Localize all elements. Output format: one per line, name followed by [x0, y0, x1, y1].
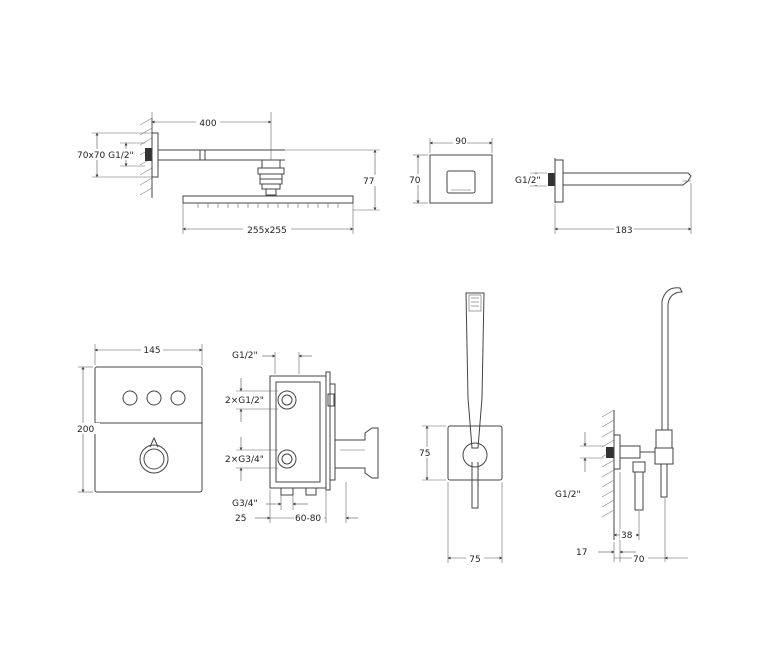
outlet-1-icon — [277, 390, 297, 410]
panel-width-label: 145 — [143, 346, 160, 356]
elbow-depth3-label: 70 — [633, 555, 645, 565]
panel-height-label: 200 — [77, 425, 94, 435]
mixer-top-thread-label: G1/2" — [232, 351, 258, 361]
holder-height-label: 75 — [419, 449, 430, 459]
concealed-box-view: 90 70 — [408, 136, 493, 204]
head-height-label: 77 — [363, 177, 374, 187]
flange-thread-label: 70x70 G1/2" — [77, 151, 134, 161]
mixer-outlet2-label: 2×G3/4" — [225, 455, 264, 465]
mixer-depth2-label: 60-80 — [295, 514, 321, 524]
elbow-thread-label: G1/2" — [555, 490, 581, 500]
elbow-depth2-label: 17 — [576, 548, 587, 558]
holder-width-label: 75 — [469, 555, 480, 565]
wall-elbow-view: G1/2" 38 17 70 — [554, 287, 688, 565]
thread-block — [145, 148, 152, 161]
control-panel-view: 145 200 — [76, 344, 203, 493]
box-width-label: 90 — [455, 137, 467, 147]
nozzle-row — [197, 203, 339, 208]
spout-thread-label: G1/2" — [515, 176, 541, 186]
elbow-thread-block — [606, 447, 614, 458]
mixer-outlet1-label: 2×G1/2" — [225, 396, 264, 406]
head-size-label: 255x255 — [247, 226, 287, 236]
mixer-inlet-label: G3/4" — [232, 499, 258, 509]
overhead-shower-view: 400 70x70 G1/2" 77 255x255 — [76, 112, 380, 236]
mixer-depth1-label: 25 — [235, 514, 246, 524]
elbow-depth1-label: 38 — [621, 531, 633, 541]
hand-shower-holder-view: 75 75 — [418, 292, 503, 565]
button-1-icon — [122, 390, 138, 406]
holder-icon — [462, 442, 488, 468]
outlet-2-icon — [277, 449, 297, 469]
thermostat-knob-icon — [139, 444, 169, 474]
button-2-icon — [146, 390, 162, 406]
wall-hatch-right — [601, 409, 615, 518]
button-3-icon — [170, 390, 186, 406]
box-height-label: 70 — [409, 176, 421, 186]
concealed-mixer-view: G1/2" 2×G1/2" 2×G3/4" G3/4" 25 60-80 — [224, 349, 379, 524]
spout-thread-block — [548, 173, 555, 186]
arm-length-label: 400 — [199, 119, 216, 129]
bath-spout-view: G1/2" 183 — [514, 158, 692, 236]
spout-length-label: 183 — [615, 226, 632, 236]
